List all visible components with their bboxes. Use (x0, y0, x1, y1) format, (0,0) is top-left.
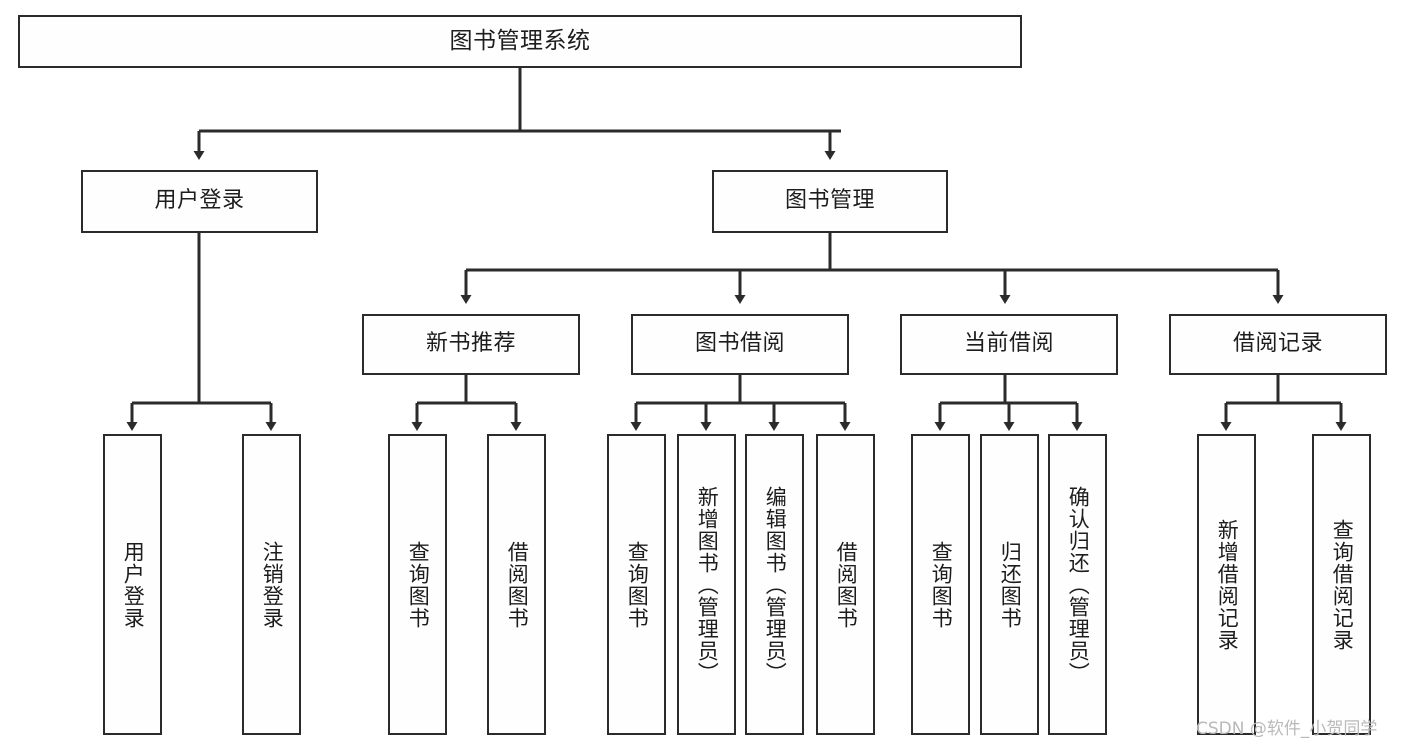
node-leaf-query-book-3[interactable]: 查询图书 (911, 434, 970, 735)
node-leaf-borrow-book-1-label: 借阅图书 (505, 540, 530, 629)
node-book-manage[interactable]: 图书管理 (712, 170, 948, 233)
node-user-login[interactable]: 用户登录 (81, 170, 318, 233)
node-leaf-query-book-3-label: 查询图书 (929, 540, 954, 629)
csdn-watermark: CSDN @软件_小贺同学 (1196, 719, 1378, 739)
node-leaf-query-book-1-label: 查询图书 (406, 540, 431, 629)
node-leaf-logout-label: 注销登录 (260, 540, 285, 629)
node-book-manage-label: 图书管理 (784, 188, 875, 214)
node-leaf-query-record[interactable]: 查询借阅记录 (1312, 434, 1371, 735)
node-leaf-logout[interactable]: 注销登录 (242, 434, 301, 735)
node-leaf-add-record-label: 新增借阅记录 (1215, 518, 1240, 651)
node-borrow-record-label: 借阅记录 (1232, 331, 1323, 357)
node-leaf-add-record[interactable]: 新增借阅记录 (1197, 434, 1256, 735)
node-leaf-edit-book-label: 编辑图书（管理员） (763, 485, 788, 684)
node-leaf-borrow-book-1[interactable]: 借阅图书 (487, 434, 546, 735)
node-user-login-label: 用户登录 (154, 188, 245, 214)
node-borrow-record[interactable]: 借阅记录 (1169, 314, 1387, 375)
node-book-borrow-label: 图书借阅 (694, 331, 785, 357)
node-leaf-borrow-book-2-label: 借阅图书 (834, 540, 859, 629)
node-leaf-query-book-1[interactable]: 查询图书 (388, 434, 447, 735)
node-new-book-recommendation[interactable]: 新书推荐 (362, 314, 580, 375)
node-root-label: 图书管理系统 (449, 27, 591, 54)
node-current-borrow-label: 当前借阅 (963, 331, 1054, 357)
node-leaf-edit-book[interactable]: 编辑图书（管理员） (745, 434, 804, 735)
node-leaf-borrow-book-2[interactable]: 借阅图书 (816, 434, 875, 735)
node-leaf-add-book[interactable]: 新增图书（管理员） (677, 434, 736, 735)
node-book-borrow[interactable]: 图书借阅 (631, 314, 849, 375)
node-leaf-confirm-return-label: 确认归还（管理员） (1066, 485, 1091, 684)
node-leaf-query-book-2[interactable]: 查询图书 (607, 434, 666, 735)
node-new-book-recommendation-label: 新书推荐 (425, 331, 516, 357)
node-leaf-return-book[interactable]: 归还图书 (980, 434, 1039, 735)
node-leaf-query-record-label: 查询借阅记录 (1330, 518, 1355, 651)
node-leaf-user-login-label: 用户登录 (121, 540, 146, 629)
node-root[interactable]: 图书管理系统 (18, 15, 1022, 68)
node-leaf-user-login[interactable]: 用户登录 (103, 434, 162, 735)
node-leaf-query-book-2-label: 查询图书 (625, 540, 650, 629)
node-leaf-confirm-return[interactable]: 确认归还（管理员） (1048, 434, 1107, 735)
node-leaf-add-book-label: 新增图书（管理员） (695, 485, 720, 684)
node-leaf-return-book-label: 归还图书 (998, 540, 1023, 629)
node-current-borrow[interactable]: 当前借阅 (900, 314, 1118, 375)
